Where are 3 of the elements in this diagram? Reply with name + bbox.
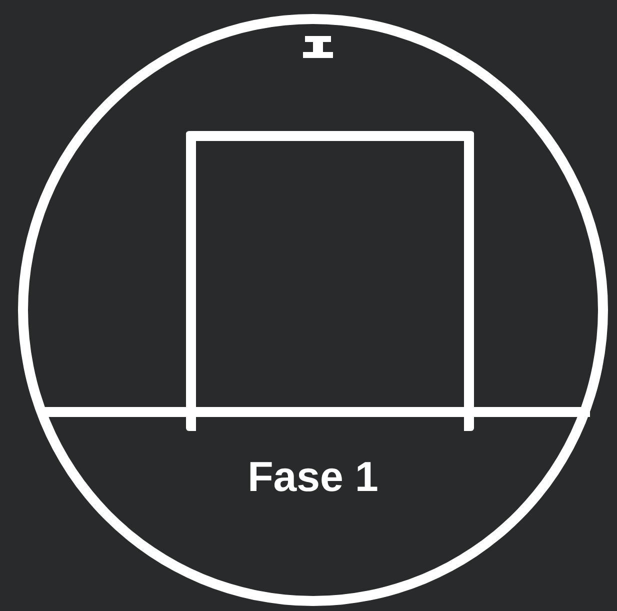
building-outline bbox=[186, 131, 474, 431]
phase-label: Fase 1 bbox=[246, 452, 380, 502]
phase-circle bbox=[18, 14, 608, 606]
